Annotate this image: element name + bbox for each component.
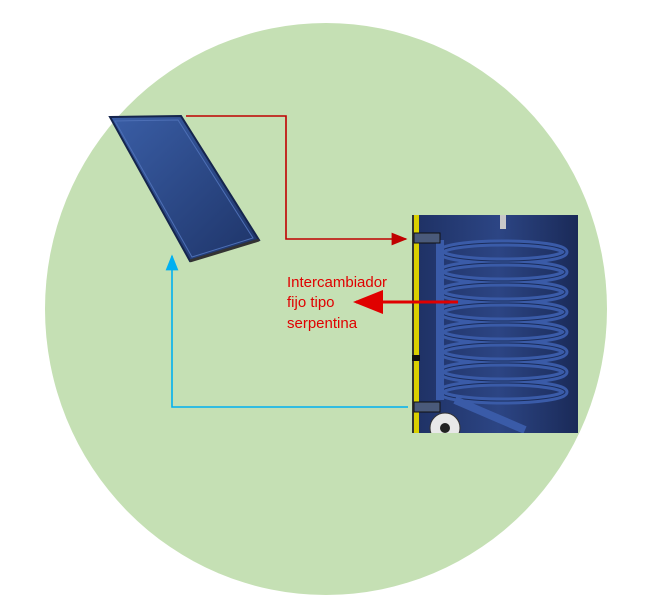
label-line-1: Intercambiador bbox=[287, 274, 387, 291]
hot-water-pipe bbox=[186, 115, 408, 246]
solar-collector-panel bbox=[108, 114, 261, 263]
label-line-2: fijo tipo bbox=[287, 294, 335, 311]
yellow-band bbox=[412, 215, 419, 433]
storage-tank bbox=[412, 215, 578, 433]
label-line-3: serpentina bbox=[287, 315, 358, 332]
cold-water-pipe bbox=[165, 254, 408, 408]
heat-exchanger-label: Intercambiador fijo tipo serpentina bbox=[287, 274, 391, 332]
heat-exchanger-coil bbox=[436, 239, 569, 433]
